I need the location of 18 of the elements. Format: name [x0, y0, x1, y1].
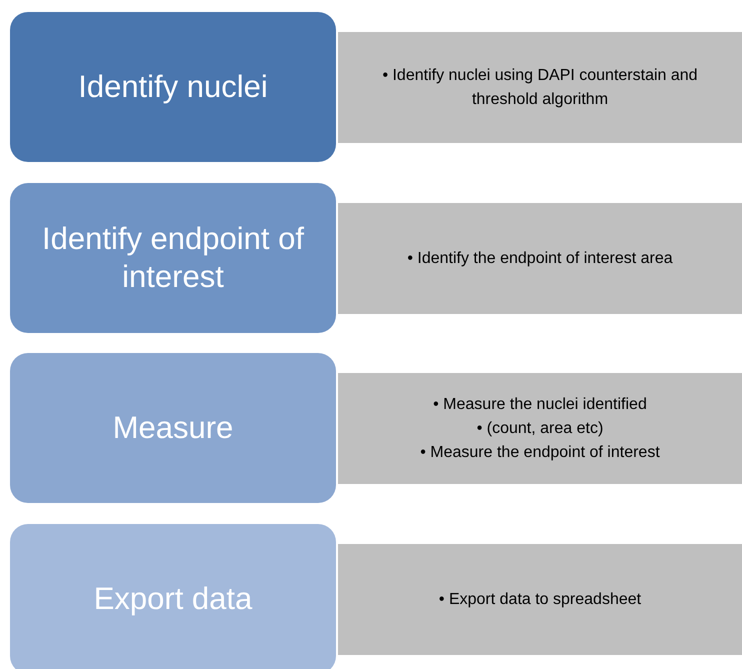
bullet-text: • (count, area etc) [476, 418, 604, 438]
step-title: Export data [94, 580, 252, 618]
bullet-text: • Export data to spreadsheet [438, 590, 642, 610]
bullet-text: • Measure the nuclei identified [433, 394, 647, 414]
bullet-text: • Identify the endpoint of interest area [407, 248, 673, 268]
bullet-text: • Measure the endpoint of interest [420, 442, 660, 462]
step-title: Measure [112, 409, 234, 447]
detail-box [338, 203, 742, 314]
step-box [10, 12, 336, 162]
detail-box [338, 544, 742, 655]
step-box [10, 524, 336, 669]
step-box [10, 353, 336, 503]
step-title: Identify endpoint of interest [42, 220, 304, 296]
step-title: Identify nuclei [78, 68, 268, 106]
detail-box [338, 373, 742, 484]
bullet-text: • Identify nuclei using DAPI counterstain and threshold algorithm [381, 66, 699, 110]
detail-box [338, 32, 742, 143]
step-box [10, 183, 336, 333]
